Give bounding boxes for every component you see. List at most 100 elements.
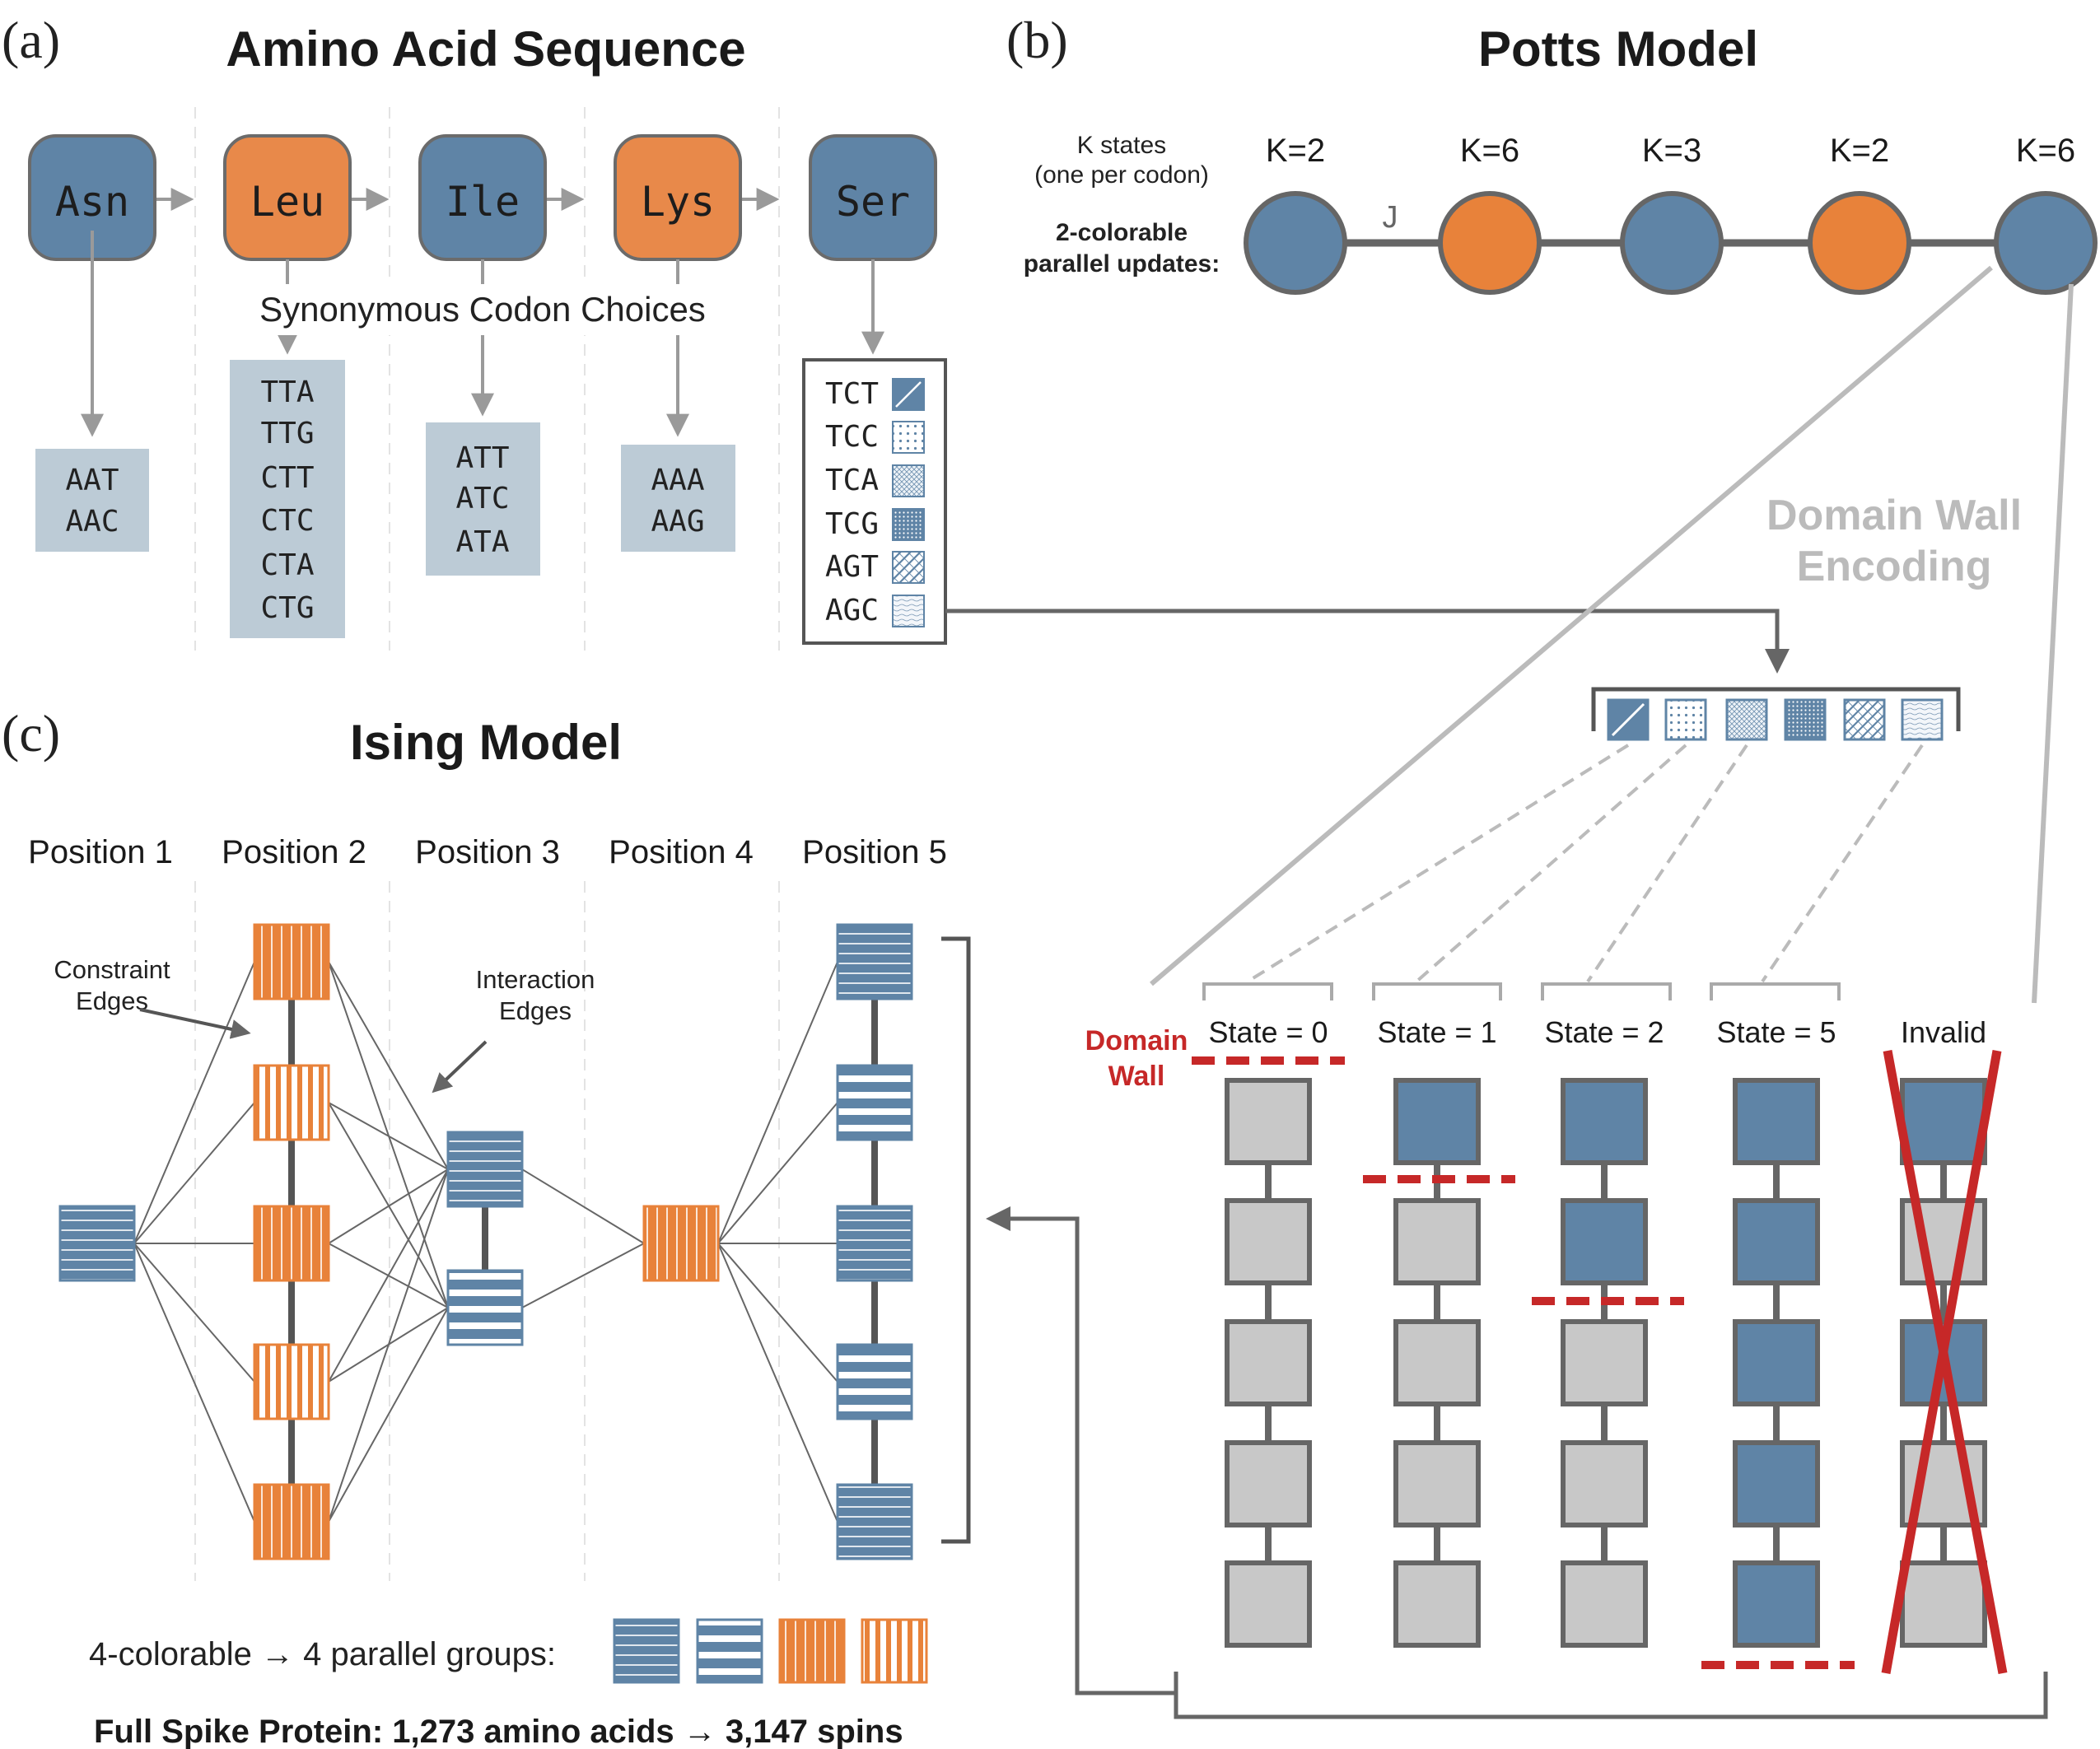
spin-down: [1225, 1319, 1312, 1406]
encoding-bracket: [1591, 687, 1961, 731]
codon: TCA: [825, 464, 879, 497]
spin-columns: [1225, 1078, 1987, 1648]
ising-spin-blue-lines: [836, 1483, 913, 1560]
position-label: Position 3: [415, 834, 560, 870]
two-colorable-label: 2-colorable: [1056, 219, 1188, 246]
panel-b-title: Potts Model: [1478, 21, 1758, 77]
interaction-edges-arrow: [432, 1040, 488, 1094]
synonymous-codon-label: Synonymous Codon Choices: [259, 290, 706, 329]
spin-down: [1225, 1198, 1312, 1285]
spike-protein-summary: Full Spike Protein: 1,273 amino acids → …: [94, 1714, 903, 1749]
potts-node: [1620, 191, 1724, 295]
encoding-swatch-dense: [1784, 698, 1827, 741]
domain-wall-tag: Domain: [1085, 1025, 1188, 1056]
k-value: K=6: [1460, 133, 1519, 169]
spin-down: [1561, 1319, 1648, 1406]
panel-b: (b) Potts Model K states (one per codon)…: [986, 11, 2098, 1719]
codon: AGT: [825, 550, 879, 584]
legend-swatch-orange-lines: [778, 1618, 846, 1684]
k-value: K=2: [1830, 133, 1889, 169]
ising-spin-orange-lines: [253, 1483, 330, 1560]
position-label: Position 5: [802, 834, 947, 870]
pattern-swatch-dense: [892, 508, 925, 541]
interaction-edges: [133, 961, 838, 1523]
codon: CTT: [260, 461, 314, 495]
spin-down: [1561, 1440, 1648, 1527]
codon-box-leu: TTA TTG CTT CTC CTA CTG: [230, 360, 345, 638]
spin-up: [1733, 1319, 1820, 1406]
invalid-x-mark: [1881, 1049, 2008, 1675]
amino-acid-leu: Leu: [223, 134, 352, 261]
domain-wall-encoding-label: Domain Wall: [1766, 492, 2022, 539]
state-label: Invalid: [1901, 1015, 1986, 1049]
spin-up: [1900, 1078, 1987, 1165]
column-separators-c: [194, 881, 780, 1581]
spin-down: [1393, 1560, 1481, 1648]
spin-up: [1733, 1078, 1820, 1165]
projection-lines: [1150, 265, 2074, 1004]
parallel-updates-label: parallel updates:: [1024, 250, 1220, 278]
spin-up: [1733, 1560, 1820, 1648]
ising-spin-blue-thick: [446, 1269, 524, 1346]
state-label: State = 1: [1377, 1015, 1496, 1049]
position-label: Position 2: [222, 834, 366, 870]
panel-c-title: Ising Model: [350, 715, 622, 770]
encoding-swatch-weave: [1843, 698, 1886, 741]
amino-acid-ile: Ile: [418, 134, 547, 261]
amino-acid-label: Lys: [641, 178, 715, 226]
ising-spin-blue-lines: [446, 1131, 524, 1208]
k-states-label: K states: [1077, 132, 1166, 159]
four-colorable-text: 4-colorable → 4 parallel groups:: [89, 1636, 556, 1672]
panel-c: (c) Ising Model Position 1 Position 2 Po…: [2, 704, 971, 1749]
ising-spin-blue-lines: [836, 923, 913, 1000]
amino-acid-label: Ser: [836, 178, 910, 226]
codon: CTG: [260, 591, 314, 625]
panel-a-title: Amino Acid Sequence: [226, 21, 745, 77]
codon: ATC: [455, 482, 509, 515]
ising-spin-blue-lines: [58, 1205, 136, 1282]
domain-wall-encoding-label: Encoding: [1797, 543, 1992, 590]
spin-down: [1225, 1078, 1312, 1165]
codon: AAC: [65, 505, 119, 539]
position5-bracket: [941, 936, 971, 1544]
amino-acid-label: Ile: [446, 178, 520, 226]
state-brackets: [1202, 982, 1841, 1000]
codon-box-ser: TCT TCC TCA TCG AGT AGC: [802, 358, 947, 645]
k-value: K=6: [2016, 133, 2075, 169]
position-label: Position 1: [28, 834, 173, 870]
ising-spin-blue-lines: [836, 1205, 913, 1282]
spin-up: [1561, 1198, 1648, 1285]
codon: AGC: [825, 594, 879, 627]
encoding-dashed-lines: [1246, 744, 1924, 983]
codon: TTA: [260, 375, 314, 409]
codon: CTC: [260, 504, 314, 538]
codon: TCC: [825, 420, 879, 454]
interaction-edges-label: Edges: [499, 996, 572, 1025]
codon-box-asn: AAT AAC: [35, 449, 149, 552]
encoding-swatch-crosshatch: [1725, 698, 1768, 741]
domain-wall-tag: Wall: [1108, 1061, 1165, 1092]
codon: ATT: [455, 441, 509, 475]
codon-box-ile: ATT ATC ATA: [426, 422, 540, 576]
encoding-swatch-dots: [1664, 698, 1707, 741]
codon: AAG: [651, 505, 704, 539]
k-value: K=2: [1266, 133, 1325, 169]
potts-node: [1808, 191, 1911, 295]
pattern-swatch-dots: [892, 421, 925, 454]
domain-wall-markers: [1192, 1056, 1855, 1669]
k-value: K=3: [1642, 133, 1701, 169]
pattern-swatch-crosshatch: [892, 464, 925, 497]
legend-swatch-orange-thick: [861, 1618, 928, 1684]
state-label: State = 5: [1716, 1015, 1836, 1049]
encoding-swatch-wavy: [1901, 698, 1944, 741]
ising-spin-orange-lines: [253, 923, 330, 1000]
spin-down: [1393, 1198, 1481, 1285]
spin-up: [1733, 1198, 1820, 1285]
state-label: State = 0: [1208, 1015, 1328, 1049]
ising-spin-orange-lines: [642, 1205, 720, 1282]
spin-up: [1733, 1440, 1820, 1527]
constraint-edges-arrow: [139, 1008, 251, 1039]
constraint-edges-label: Constraint: [54, 955, 170, 984]
ising-spin-blue-thick: [836, 1343, 913, 1420]
